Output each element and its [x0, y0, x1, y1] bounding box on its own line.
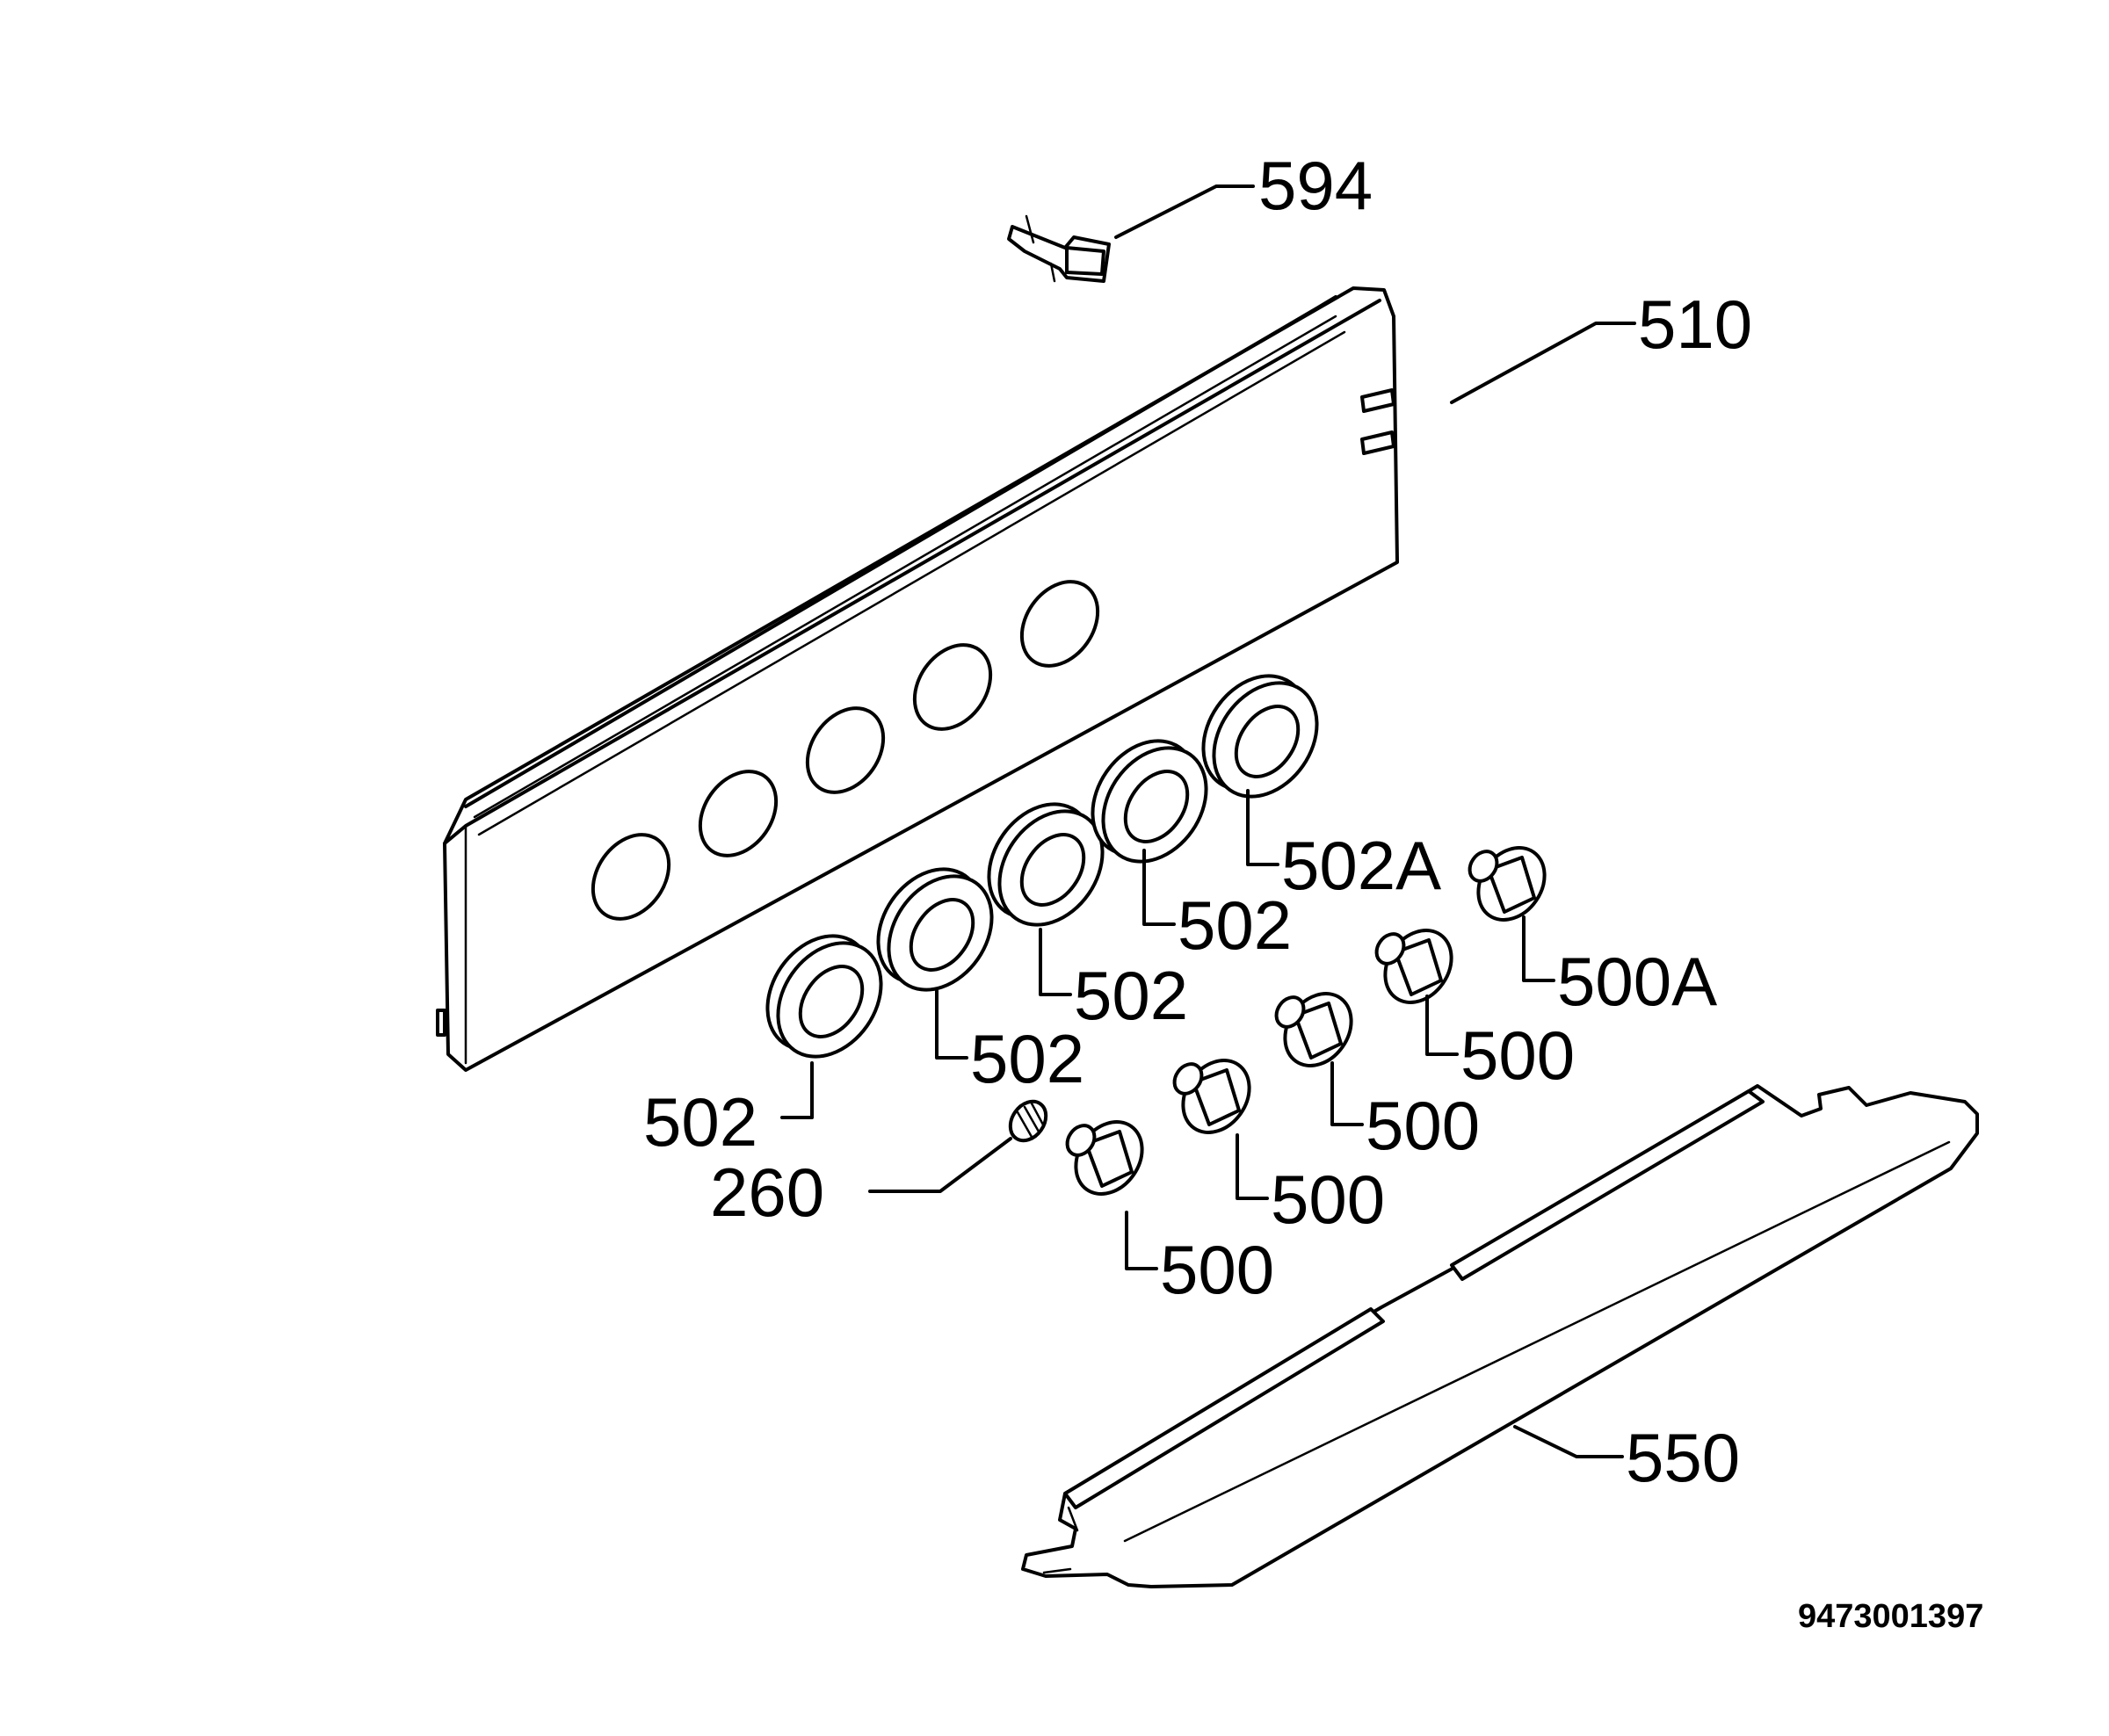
part-550-trim-strip	[1021, 1084, 1979, 1588]
label-550: 550	[1626, 1419, 1740, 1496]
part-500-knob-1	[1065, 1120, 1144, 1196]
label-500-1: 500	[1160, 1231, 1274, 1308]
part-500-knob-2	[1172, 1059, 1251, 1134]
label-502-2: 502	[970, 1020, 1084, 1097]
part-500A-knob	[1468, 846, 1547, 922]
part-502-ring-1	[765, 934, 883, 1059]
label-502A: 502A	[1281, 827, 1441, 904]
label-500-2: 500	[1271, 1161, 1385, 1238]
label-502-4: 502	[1178, 886, 1292, 964]
part-500-knob-3	[1274, 992, 1353, 1067]
leader-lines	[780, 184, 1636, 1458]
part-594-switch	[1007, 214, 1111, 283]
part-510-control-panel	[436, 286, 1399, 1072]
part-502-ring-2	[876, 867, 994, 992]
label-500-4: 500	[1460, 1016, 1575, 1094]
part-260-spring	[1008, 1099, 1048, 1143]
part-502-ring-3	[987, 802, 1105, 927]
label-260: 260	[710, 1154, 824, 1231]
label-510: 510	[1638, 286, 1752, 363]
part-502-ring-4	[1091, 739, 1208, 864]
part-502A-ring	[1201, 674, 1319, 799]
document-id: 9473001397	[1798, 1598, 1983, 1635]
label-502-3: 502	[1074, 957, 1188, 1034]
label-594: 594	[1258, 147, 1373, 224]
label-502-1: 502	[643, 1083, 757, 1161]
label-500-3: 500	[1366, 1087, 1480, 1164]
part-500-knob-4	[1374, 929, 1453, 1004]
label-500A: 500A	[1557, 943, 1717, 1020]
